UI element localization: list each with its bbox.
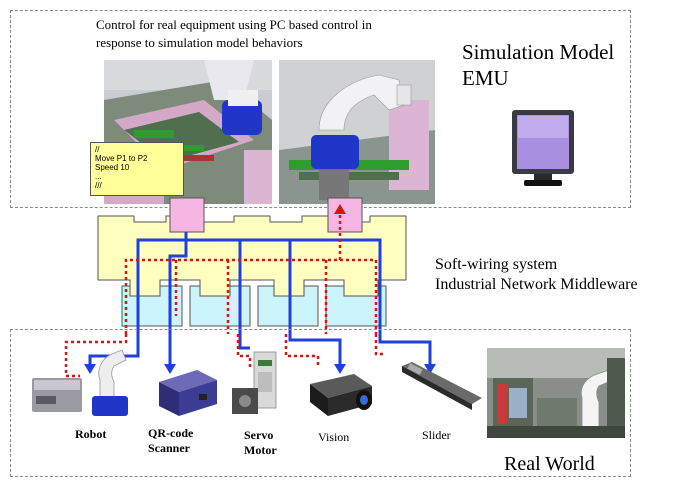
device-label-servo-line2: Motor	[244, 443, 277, 457]
caption-line-2: response to simulation model behaviors	[96, 35, 303, 50]
servo-motor-device-icon	[232, 351, 277, 414]
emu-title: EMU	[462, 66, 509, 90]
device-label-robot: Robot	[75, 427, 107, 441]
qr-scanner-device-icon	[159, 370, 217, 416]
vision-camera-device-icon	[310, 374, 372, 416]
device-label-qr-line2: Scanner	[148, 441, 190, 455]
note-line-2: Speed 10	[95, 163, 130, 172]
red-wires	[124, 214, 378, 334]
note-line-1: Move P1 to P2	[95, 154, 148, 163]
pink-port-left	[169, 197, 205, 233]
note-line-3: ...	[95, 172, 102, 181]
monitor-icon	[512, 110, 574, 186]
pink-port-right	[327, 197, 363, 233]
real-world-title: Real World	[504, 453, 595, 475]
note-line-0: //	[95, 145, 100, 154]
slider-device-icon	[402, 362, 482, 410]
middleware-line-1: Soft-wiring system	[435, 256, 558, 273]
device-label-vision: Vision	[318, 430, 350, 444]
simulation-screenshot-right	[279, 60, 435, 204]
blue-wires	[136, 232, 382, 336]
red-arrowhead-up	[334, 204, 346, 214]
simulation-model-title: Simulation Model	[462, 40, 615, 64]
device-label-qr-line1: QR-code	[148, 426, 194, 440]
middleware-network-diagram	[97, 197, 407, 336]
device-label-servo-line1: Servo	[244, 428, 274, 442]
real-world-box	[10, 329, 631, 477]
robot-device-icon	[32, 349, 128, 416]
caption-line-1: Control for real equipment using PC base…	[96, 17, 372, 32]
program-note: // Move P1 to P2 Speed 10 ... ///	[90, 142, 184, 196]
device-label-slider: Slider	[422, 428, 451, 442]
middleware-line-2: Industrial Network Middleware	[435, 276, 638, 293]
note-line-4: ///	[95, 181, 102, 190]
real-world-photo	[487, 348, 625, 438]
